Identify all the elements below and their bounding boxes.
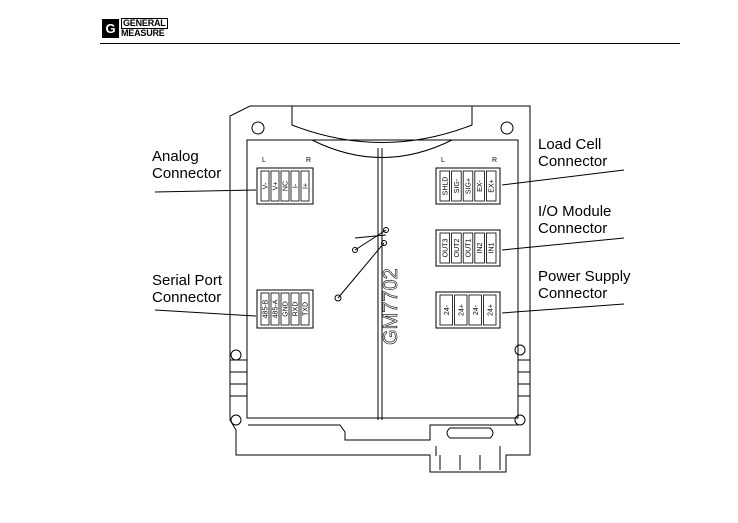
io-pin-label: IN1 xyxy=(489,242,496,253)
analog-pin-label: V+ xyxy=(273,182,280,191)
io-pin-label: OUT2 xyxy=(454,239,461,258)
serial-pin-label: TXD xyxy=(303,302,310,316)
loadcell-pin-label: SIG- xyxy=(454,178,461,193)
power-pin-label: 24+ xyxy=(487,304,494,316)
power-pin-label: 24+ xyxy=(458,304,465,316)
io-pin-label: OUT1 xyxy=(466,239,473,258)
io-pin-label: IN2 xyxy=(477,242,484,253)
analog-pin-label: I+ xyxy=(303,183,310,189)
power-pin-label: 24- xyxy=(473,304,480,315)
serial-pin-label: 485-A xyxy=(273,299,280,318)
loadcell-pin-label: SHLD xyxy=(442,177,449,196)
loadcell-pin-label: EX+ xyxy=(489,179,496,192)
load-cell-connector-callout: Load Cell Connector xyxy=(538,136,607,170)
loadcell-pin-label: SIG+ xyxy=(466,178,473,194)
analog-right-label: R xyxy=(306,157,311,164)
serial-pin-label: 485-B xyxy=(263,299,270,318)
analog-pin-label: I- xyxy=(293,183,300,188)
analog-connector-callout: Analog Connector xyxy=(152,148,221,182)
loadcell-pin-label: EX- xyxy=(477,179,484,191)
analog-left-label: L xyxy=(262,157,266,164)
loadcell-right-label: R xyxy=(492,157,497,164)
serial-port-connector-callout: Serial Port Connector xyxy=(152,272,222,306)
power-pin-label: 24- xyxy=(444,304,451,315)
analog-pin-label: V- xyxy=(263,182,270,189)
power-supply-connector-callout: Power Supply Connector xyxy=(538,268,631,302)
serial-pin-label: RXD xyxy=(293,302,300,317)
io-pin-label: OUT3 xyxy=(442,239,449,258)
io-module-connector-callout: I/O Module Connector xyxy=(538,203,611,237)
loadcell-left-label: L xyxy=(441,157,445,164)
serial-pin-label: GND xyxy=(283,301,290,317)
analog-pin-label: NC xyxy=(283,181,290,191)
model-label: GM7702 xyxy=(380,268,402,345)
